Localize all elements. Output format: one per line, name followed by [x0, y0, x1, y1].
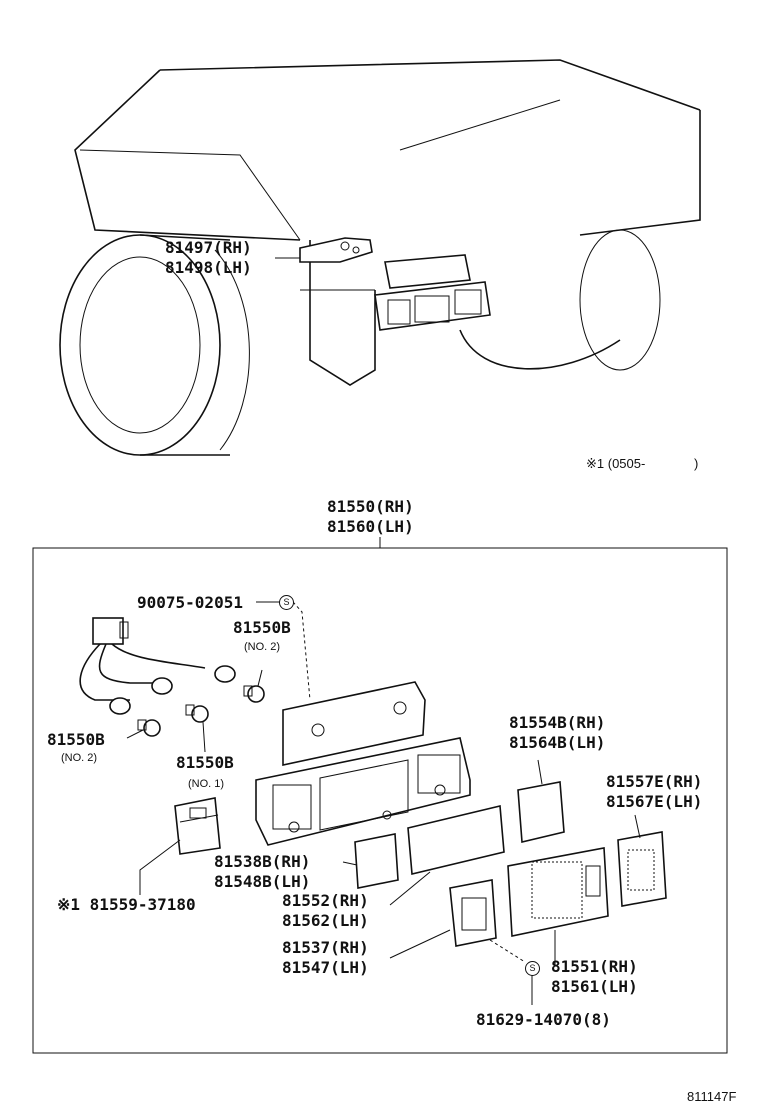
lens-81557E [617, 814, 667, 907]
label-81551-rh: 81551(RH) [551, 957, 638, 976]
clip-81559 [139, 797, 221, 895]
label-81562-lh: 81562(LH) [282, 911, 369, 930]
vehicle-rear-view [59, 59, 701, 456]
label-bulb-81550B-left: 81550B [47, 730, 105, 749]
label-bulb-81550B-top: 81550B [233, 618, 291, 637]
gasket-81538B [354, 833, 399, 889]
note-serial-range: ※1 (0505- [586, 456, 646, 471]
label-81497-rh: 81497(RH) [165, 238, 252, 257]
label-no2-left: (NO. 2) [61, 752, 98, 764]
label-no2-top: (NO. 2) [244, 641, 281, 653]
label-81564B-lh: 81564B(LH) [509, 733, 606, 752]
label-81560-lh: 81560(LH) [327, 517, 414, 536]
label-no1-mid: (NO. 1) [188, 778, 225, 790]
label-screw-81629: 81629-14070(8) [476, 1010, 611, 1029]
label-81547-lh: 81547(LH) [282, 958, 369, 977]
label-screw-90075: 90075-02051 [137, 593, 243, 612]
s-symbol-bottom: S [525, 961, 540, 976]
label-81561-lh: 81561(LH) [551, 977, 638, 996]
label-81498-lh: 81498(LH) [165, 258, 252, 277]
lens-81551 [507, 847, 609, 965]
label-81557E-rh: 81557E(RH) [606, 772, 703, 791]
gasket-81554B [517, 781, 565, 843]
label-81550-rh: 81550(RH) [327, 497, 414, 516]
label-81554B-rh: 81554B(RH) [509, 713, 606, 732]
lens-81537 [389, 879, 497, 959]
label-bulb-81550B-mid: 81550B [176, 753, 234, 772]
label-81537-rh: 81537(RH) [282, 938, 369, 957]
label-81567E-lh: 81567E(LH) [606, 792, 703, 811]
wire-harness [79, 617, 265, 753]
note-serial-range-close: ) [694, 456, 699, 471]
label-81548B-lh: 81548B(LH) [214, 872, 311, 891]
label-81552-rh: 81552(RH) [282, 891, 369, 910]
s-symbol-top: S [279, 595, 294, 610]
lamp-housing [255, 681, 471, 846]
label-clip-81559: ※1 81559-37180 [57, 895, 196, 914]
label-81538B-rh: 81538B(RH) [214, 852, 311, 871]
figure-id: 811147F [687, 1089, 737, 1104]
gasket-81552 [407, 805, 505, 875]
